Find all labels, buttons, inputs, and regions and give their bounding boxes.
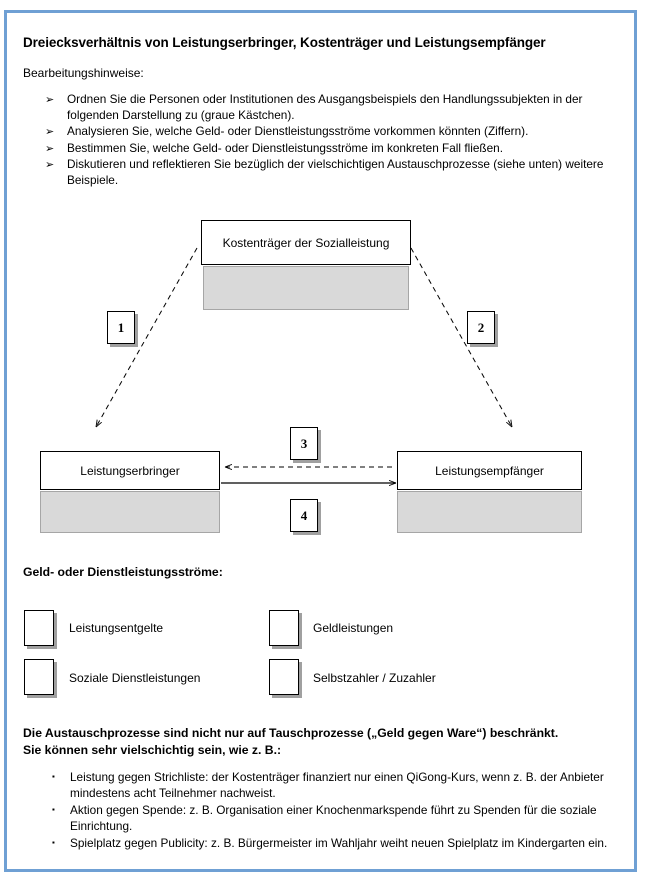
instruction-text: Bestimmen Sie, welche Geld- oder Dienstl…	[67, 140, 504, 155]
instruction-item: ➢ Ordnen Sie die Personen oder Instituti…	[45, 92, 615, 123]
node-kostentraeger-label: Kostenträger der Sozialleistung	[222, 235, 390, 250]
instruction-text: Diskutieren und reflektieren Sie bezügli…	[67, 157, 604, 187]
conclusion-item: ▪ Spielplatz gegen Publicity: z. B. Bürg…	[52, 835, 617, 851]
node-leistungserbringer-label: Leistungserbringer	[80, 463, 180, 478]
arrow-bullet-icon: ➢	[45, 141, 55, 155]
arrow-bullet-icon: ➢	[45, 158, 55, 172]
page-frame-inner-border	[7, 13, 634, 869]
legend-label-soziale-dienstleistungen: Soziale Dienstleistungen	[69, 671, 201, 685]
instruction-text: Ordnen Sie die Personen oder Institution…	[67, 92, 583, 122]
legend-label-selbstzahler-zuzahler: Selbstzahler / Zuzahler	[313, 671, 436, 685]
instructions-heading: Bearbeitungshinweise:	[23, 66, 144, 80]
flow-label-2-text: 2	[477, 319, 485, 335]
flow-label-1[interactable]: 1	[107, 311, 135, 344]
legend-heading: Geld- oder Dienstleistungsströme:	[23, 565, 223, 579]
conclusion-heading-line-1: Die Austauschprozesse sind nicht nur auf…	[23, 726, 559, 740]
conclusion-text: Leistung gegen Strichliste: der Kostentr…	[70, 770, 604, 800]
answer-box-leistungserbringer[interactable]	[40, 491, 220, 533]
instruction-item: ➢ Diskutieren und reflektieren Sie bezüg…	[45, 157, 615, 188]
conclusion-heading: Die Austauschprozesse sind nicht nur auf…	[23, 725, 623, 759]
legend-checkbox-soziale-dienstleistungen[interactable]	[24, 659, 54, 695]
arrow-bullet-icon: ➢	[45, 93, 55, 106]
legend-label-leistungsentgelte: Leistungsentgelte	[69, 621, 164, 635]
page-frame: Dreiecksverhältnis von Leistungserbringe…	[4, 10, 637, 872]
flow-label-3-text: 3	[300, 435, 308, 451]
conclusion-item: ▪ Aktion gegen Spende: z. B. Organisatio…	[52, 802, 617, 834]
flow-label-2[interactable]: 2	[467, 311, 495, 344]
conclusion-text: Spielplatz gegen Publicity: z. B. Bürger…	[70, 836, 608, 850]
square-bullet-icon: ▪	[52, 838, 55, 847]
instructions-list: ➢ Ordnen Sie die Personen oder Instituti…	[45, 92, 615, 190]
legend-label-geldleistungen: Geldleistungen	[313, 621, 394, 635]
page-title: Dreiecksverhältnis von Leistungserbringe…	[23, 35, 546, 50]
answer-box-kostentraeger[interactable]	[203, 266, 409, 310]
legend-checkbox-geldleistungen[interactable]	[269, 610, 299, 646]
answer-box-leistungsempfaenger[interactable]	[397, 491, 582, 533]
instruction-text: Analysieren Sie, welche Geld- oder Diens…	[67, 124, 529, 139]
flow-label-4[interactable]: 4	[290, 499, 318, 532]
instruction-item: ➢ Bestimmen Sie, welche Geld- oder Diens…	[45, 141, 615, 157]
flow-label-1-text: 1	[117, 319, 125, 335]
square-bullet-icon: ▪	[52, 805, 55, 814]
square-bullet-icon: ▪	[52, 772, 55, 781]
conclusion-item: ▪ Leistung gegen Strichliste: der Kosten…	[52, 769, 617, 801]
legend-checkbox-leistungsentgelte[interactable]	[24, 610, 54, 646]
conclusion-text: Aktion gegen Spende: z. B. Organisation …	[70, 803, 597, 833]
conclusion-heading-line-2: Sie können sehr vielschichtig sein, wie …	[23, 743, 282, 757]
flow-label-4-text: 4	[300, 507, 308, 523]
instruction-item: ➢ Analysieren Sie, welche Geld- oder Die…	[45, 124, 615, 140]
legend-checkbox-selbstzahler-zuzahler[interactable]	[269, 659, 299, 695]
arrow-bullet-icon: ➢	[45, 125, 55, 139]
node-leistungsempfaenger: Leistungsempfänger	[397, 451, 582, 490]
node-leistungsempfaenger-label: Leistungsempfänger	[435, 463, 544, 478]
node-leistungserbringer: Leistungserbringer	[40, 451, 220, 490]
conclusion-list: ▪ Leistung gegen Strichliste: der Kosten…	[52, 769, 617, 852]
node-kostentraeger: Kostenträger der Sozialleistung	[201, 220, 411, 265]
flow-label-3[interactable]: 3	[290, 427, 318, 460]
